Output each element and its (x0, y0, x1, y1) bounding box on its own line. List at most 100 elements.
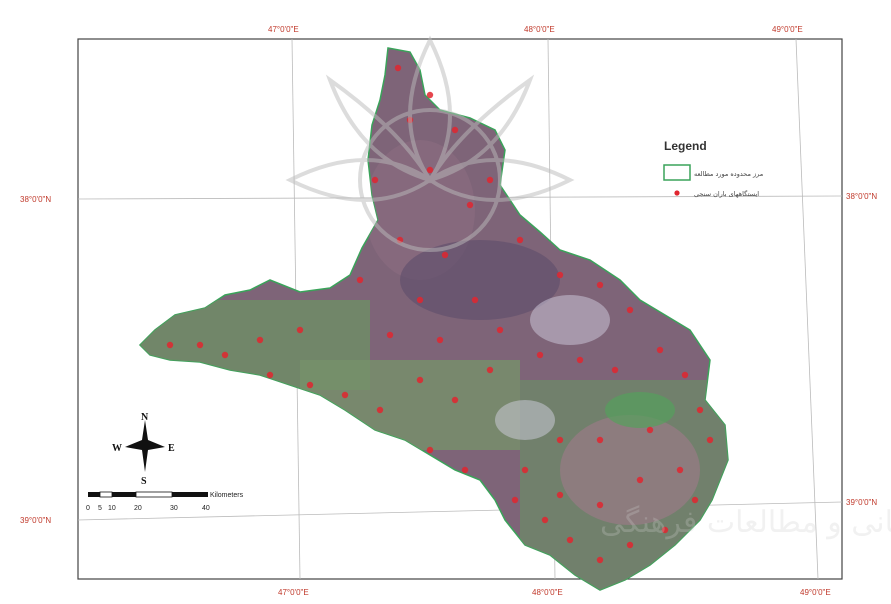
rain-gauge-station (416, 296, 424, 304)
left-label-38: 38°0'0"N (20, 195, 51, 204)
rain-gauge-station (451, 126, 459, 134)
rain-gauge-station (596, 281, 604, 289)
rain-gauge-station (661, 526, 669, 534)
scale-tick-20: 20 (134, 505, 142, 512)
scale-tick-10: 10 (108, 505, 116, 512)
rain-gauge-station (681, 371, 689, 379)
east-label: E (168, 443, 175, 454)
right-label-39: 39°0'0"N (846, 498, 877, 507)
rain-gauge-station (266, 371, 274, 379)
west-label: W (112, 443, 122, 454)
rain-gauge-station (626, 306, 634, 314)
top-label-48: 48°0'0"E (524, 25, 555, 34)
rain-gauge-station (426, 91, 434, 99)
rain-gauge-station (496, 326, 504, 334)
rain-gauge-station (426, 446, 434, 454)
scale-seg-5 (172, 492, 208, 497)
rain-gauge-station (166, 341, 174, 349)
rain-gauge-station (611, 366, 619, 374)
rain-gauge-station (626, 541, 634, 549)
rain-gauge-station (566, 536, 574, 544)
rain-gauge-station (706, 436, 714, 444)
top-label-47: 47°0'0"E (268, 25, 299, 34)
rain-gauge-station (676, 466, 684, 474)
rain-gauge-station (386, 331, 394, 339)
rain-gauge-station (376, 406, 384, 414)
rain-gauge-station (636, 476, 644, 484)
region-light-patch-1 (530, 295, 610, 345)
south-label: S (141, 476, 147, 487)
legend-station-label: ایستگاههای باران سنجی (694, 190, 759, 198)
region-pink-patch-1 (560, 415, 700, 525)
scale-tick-5: 5 (98, 505, 102, 512)
rain-gauge-station (196, 341, 204, 349)
scale-tick-30: 30 (170, 505, 178, 512)
rain-gauge-station (521, 466, 529, 474)
bottom-label-47: 47°0'0"E (278, 588, 309, 597)
rain-gauge-station (576, 356, 584, 364)
top-label-49: 49°0'0"E (772, 25, 803, 34)
rain-gauge-station (441, 251, 449, 259)
rain-gauge-station (596, 436, 604, 444)
scale-tick-40: 40 (202, 505, 210, 512)
right-label-38: 38°0'0"N (846, 192, 877, 201)
rain-gauge-station (461, 466, 469, 474)
scale-seg-4 (135, 491, 173, 498)
watermark: پژوهشگاه علوم انسانی و مطالعات فرهنگی (285, 35, 891, 540)
rain-gauge-station (536, 351, 544, 359)
region-bright-green (605, 392, 675, 428)
parallel-39 (77, 501, 843, 521)
watermark-text: پژوهشگاه علوم انسانی و مطالعات فرهنگی (600, 505, 891, 540)
legend-station-symbol (674, 190, 680, 196)
rain-gauge-station (656, 346, 664, 354)
scale-seg-3 (112, 492, 136, 497)
coordinate-labels: 47°0'0"E 48°0'0"E 49°0'0"E 47°0'0"E 48°0… (20, 25, 877, 597)
rain-gauge-station (471, 296, 479, 304)
rain-gauge-station (341, 391, 349, 399)
rain-gauge-station (256, 336, 264, 344)
bottom-label-49: 49°0'0"E (800, 588, 831, 597)
legend: Legend مرز محدوده مورد مطالعه ایستگاههای… (663, 139, 763, 198)
rain-gauge-station (556, 436, 564, 444)
rain-gauge-station (596, 501, 604, 509)
north-arrow: N S W E (112, 412, 175, 487)
rain-gauge-station (436, 336, 444, 344)
legend-boundary-label: مرز محدوده مورد مطالعه (694, 170, 763, 178)
scale-bar: Kilometers 0 5 10 20 30 40 (86, 491, 244, 512)
scale-unit: Kilometers (210, 492, 244, 499)
rain-gauge-station (296, 326, 304, 334)
rain-gauge-station (356, 276, 364, 284)
rain-gauge-station (306, 381, 314, 389)
rain-gauge-station (394, 64, 402, 72)
rain-gauge-station (556, 271, 564, 279)
rain-gauge-station (646, 426, 654, 434)
rain-gauge-station (426, 166, 434, 174)
rain-gauge-station (691, 496, 699, 504)
watermark-emblem (285, 35, 575, 252)
study-region (138, 47, 729, 591)
legend-boundary-symbol (663, 164, 691, 181)
left-label-39: 39°0'0"N (20, 516, 51, 525)
rain-gauge-station (416, 376, 424, 384)
rain-gauge-station (541, 516, 549, 524)
scale-seg-2 (99, 491, 113, 498)
scale-seg-1 (88, 492, 100, 497)
legend-title: Legend (664, 139, 707, 153)
rain-gauge-station (451, 396, 459, 404)
rain-gauge-station (516, 236, 524, 244)
rain-gauge-station (371, 176, 379, 184)
rain-gauge-station (466, 201, 474, 209)
rain-gauge-station (596, 556, 604, 564)
bottom-label-48: 48°0'0"E (532, 588, 563, 597)
rain-gauge-station (221, 351, 229, 359)
region-dark-patch (400, 240, 560, 320)
rain-gauge-station (696, 406, 704, 414)
rain-gauge-station (486, 176, 494, 184)
rain-gauge-stations (166, 64, 714, 564)
rain-gauge-station (511, 496, 519, 504)
north-label: N (141, 412, 149, 423)
rain-gauge-station (556, 491, 564, 499)
rain-gauge-station (486, 366, 494, 374)
north-arrow-shape (125, 420, 165, 472)
